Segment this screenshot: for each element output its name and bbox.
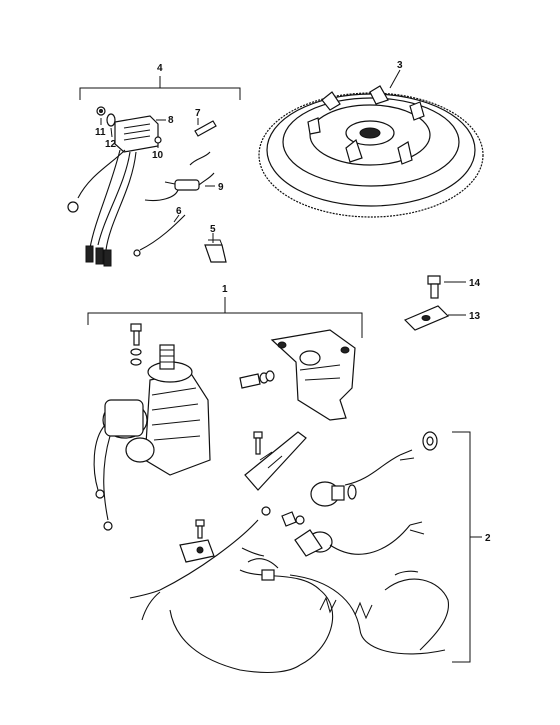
fuse-holder-9	[144, 151, 215, 202]
flywheel-icon	[258, 69, 484, 218]
callout-4: 4	[157, 63, 163, 74]
callout-3: 3	[397, 60, 403, 71]
group-1-bracket	[87, 297, 363, 338]
starter-motor-icon	[93, 344, 211, 531]
callout-6: 6	[176, 206, 182, 217]
callout-14: 14	[469, 278, 481, 289]
callout-labels: 3 4 8 7 11 12 10 9 6 5 14 13 1 2	[95, 60, 491, 544]
washer-12	[106, 113, 116, 127]
ground-wire-6	[133, 214, 186, 257]
fuse-7	[194, 120, 217, 137]
callout-1: 1	[222, 284, 228, 295]
callout-9: 9	[218, 182, 224, 193]
leaders-group-4	[100, 118, 215, 243]
screw-10	[154, 136, 162, 148]
nut-11	[96, 106, 106, 116]
wire-harness-icon	[129, 431, 449, 674]
callout-8: 8	[168, 115, 174, 126]
callout-11: 11	[95, 127, 106, 138]
plate-13	[403, 305, 466, 331]
rectifier-icon	[67, 115, 159, 267]
group-4-bracket	[79, 76, 241, 100]
callout-7: 7	[195, 108, 201, 119]
bolt-14	[427, 275, 466, 299]
callout-2: 2	[485, 533, 491, 544]
callout-13: 13	[469, 311, 481, 322]
group-2-bracket	[452, 431, 482, 663]
callout-5: 5	[210, 224, 216, 235]
callout-12: 12	[105, 139, 117, 150]
clamp-5	[204, 239, 227, 263]
starter-bolt	[130, 323, 142, 366]
callout-10: 10	[152, 150, 164, 161]
bracket-icon	[239, 329, 356, 421]
